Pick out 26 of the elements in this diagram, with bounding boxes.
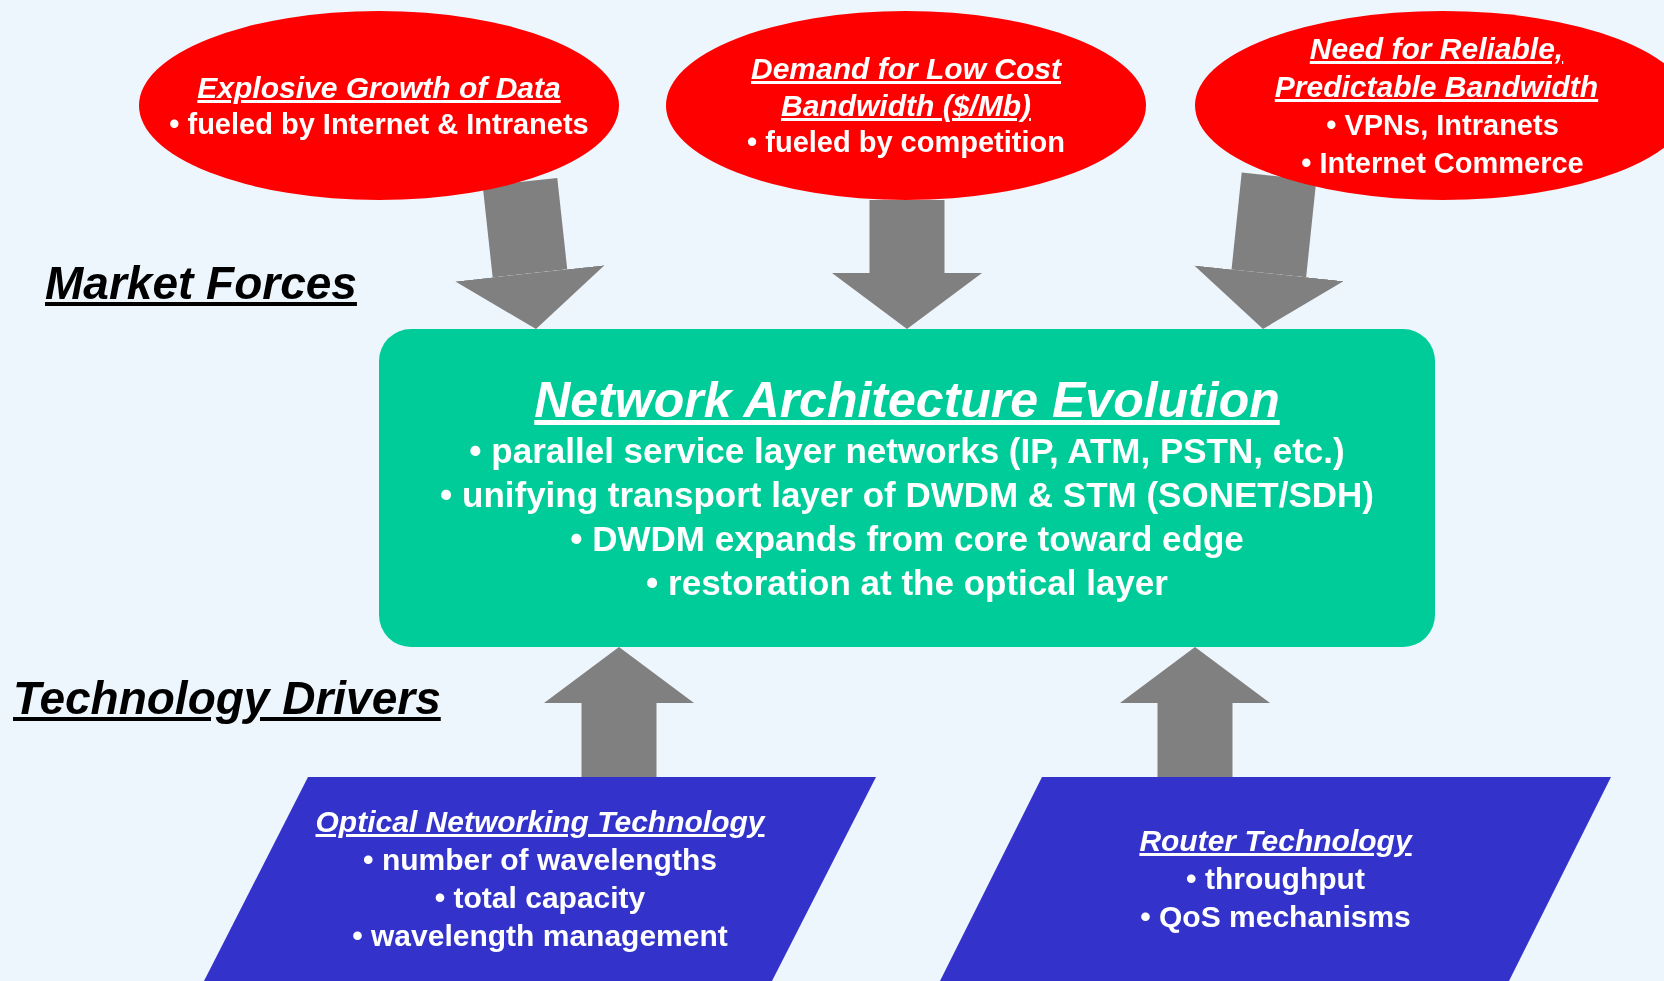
bullet-text: • throughput [1186,861,1365,897]
bullet-text: • restoration at the optical layer [646,562,1168,604]
heading: Network Architecture Evolution [534,371,1280,429]
heading: Router Technology [1139,823,1412,859]
block-arrow [455,177,605,329]
block-arrow [544,647,694,777]
bullet-text: • Internet Commerce [1301,145,1584,181]
bullet-text: • total capacity [434,880,646,916]
bullet-text: • wavelength management [352,918,728,954]
heading: Demand for Low Cost Bandwidth ($/Mb) [750,51,1063,124]
block-arrow [832,200,982,329]
bullet-text: • QoS mechanisms [1140,899,1411,935]
bullet-text: • number of wavelengths [363,842,717,878]
bullet-text: • fueled by Internet & Intranets [169,106,589,142]
section-label: Market Forces [45,256,357,310]
heading: Optical Networking Technology [315,804,765,840]
block-arrow [1194,172,1344,329]
section-label: Technology Drivers [13,671,441,725]
heading: Need for Reliable, Predictable Bandwidth [1273,30,1600,105]
bullet-text: • unifying transport layer of DWDM & STM (SONET/SDH) [440,474,1374,516]
bullet-text: • fueled by competition [747,125,1065,160]
block-arrow [1120,647,1270,777]
bullet-text: • parallel service layer networks (IP, ATM, PSTN, etc.) [469,430,1345,472]
heading: Explosive Growth of Data [197,69,561,106]
bullet-text: • VPNs, Intranets [1326,107,1559,143]
bullet-text: • DWDM expands from core toward edge [570,518,1244,560]
